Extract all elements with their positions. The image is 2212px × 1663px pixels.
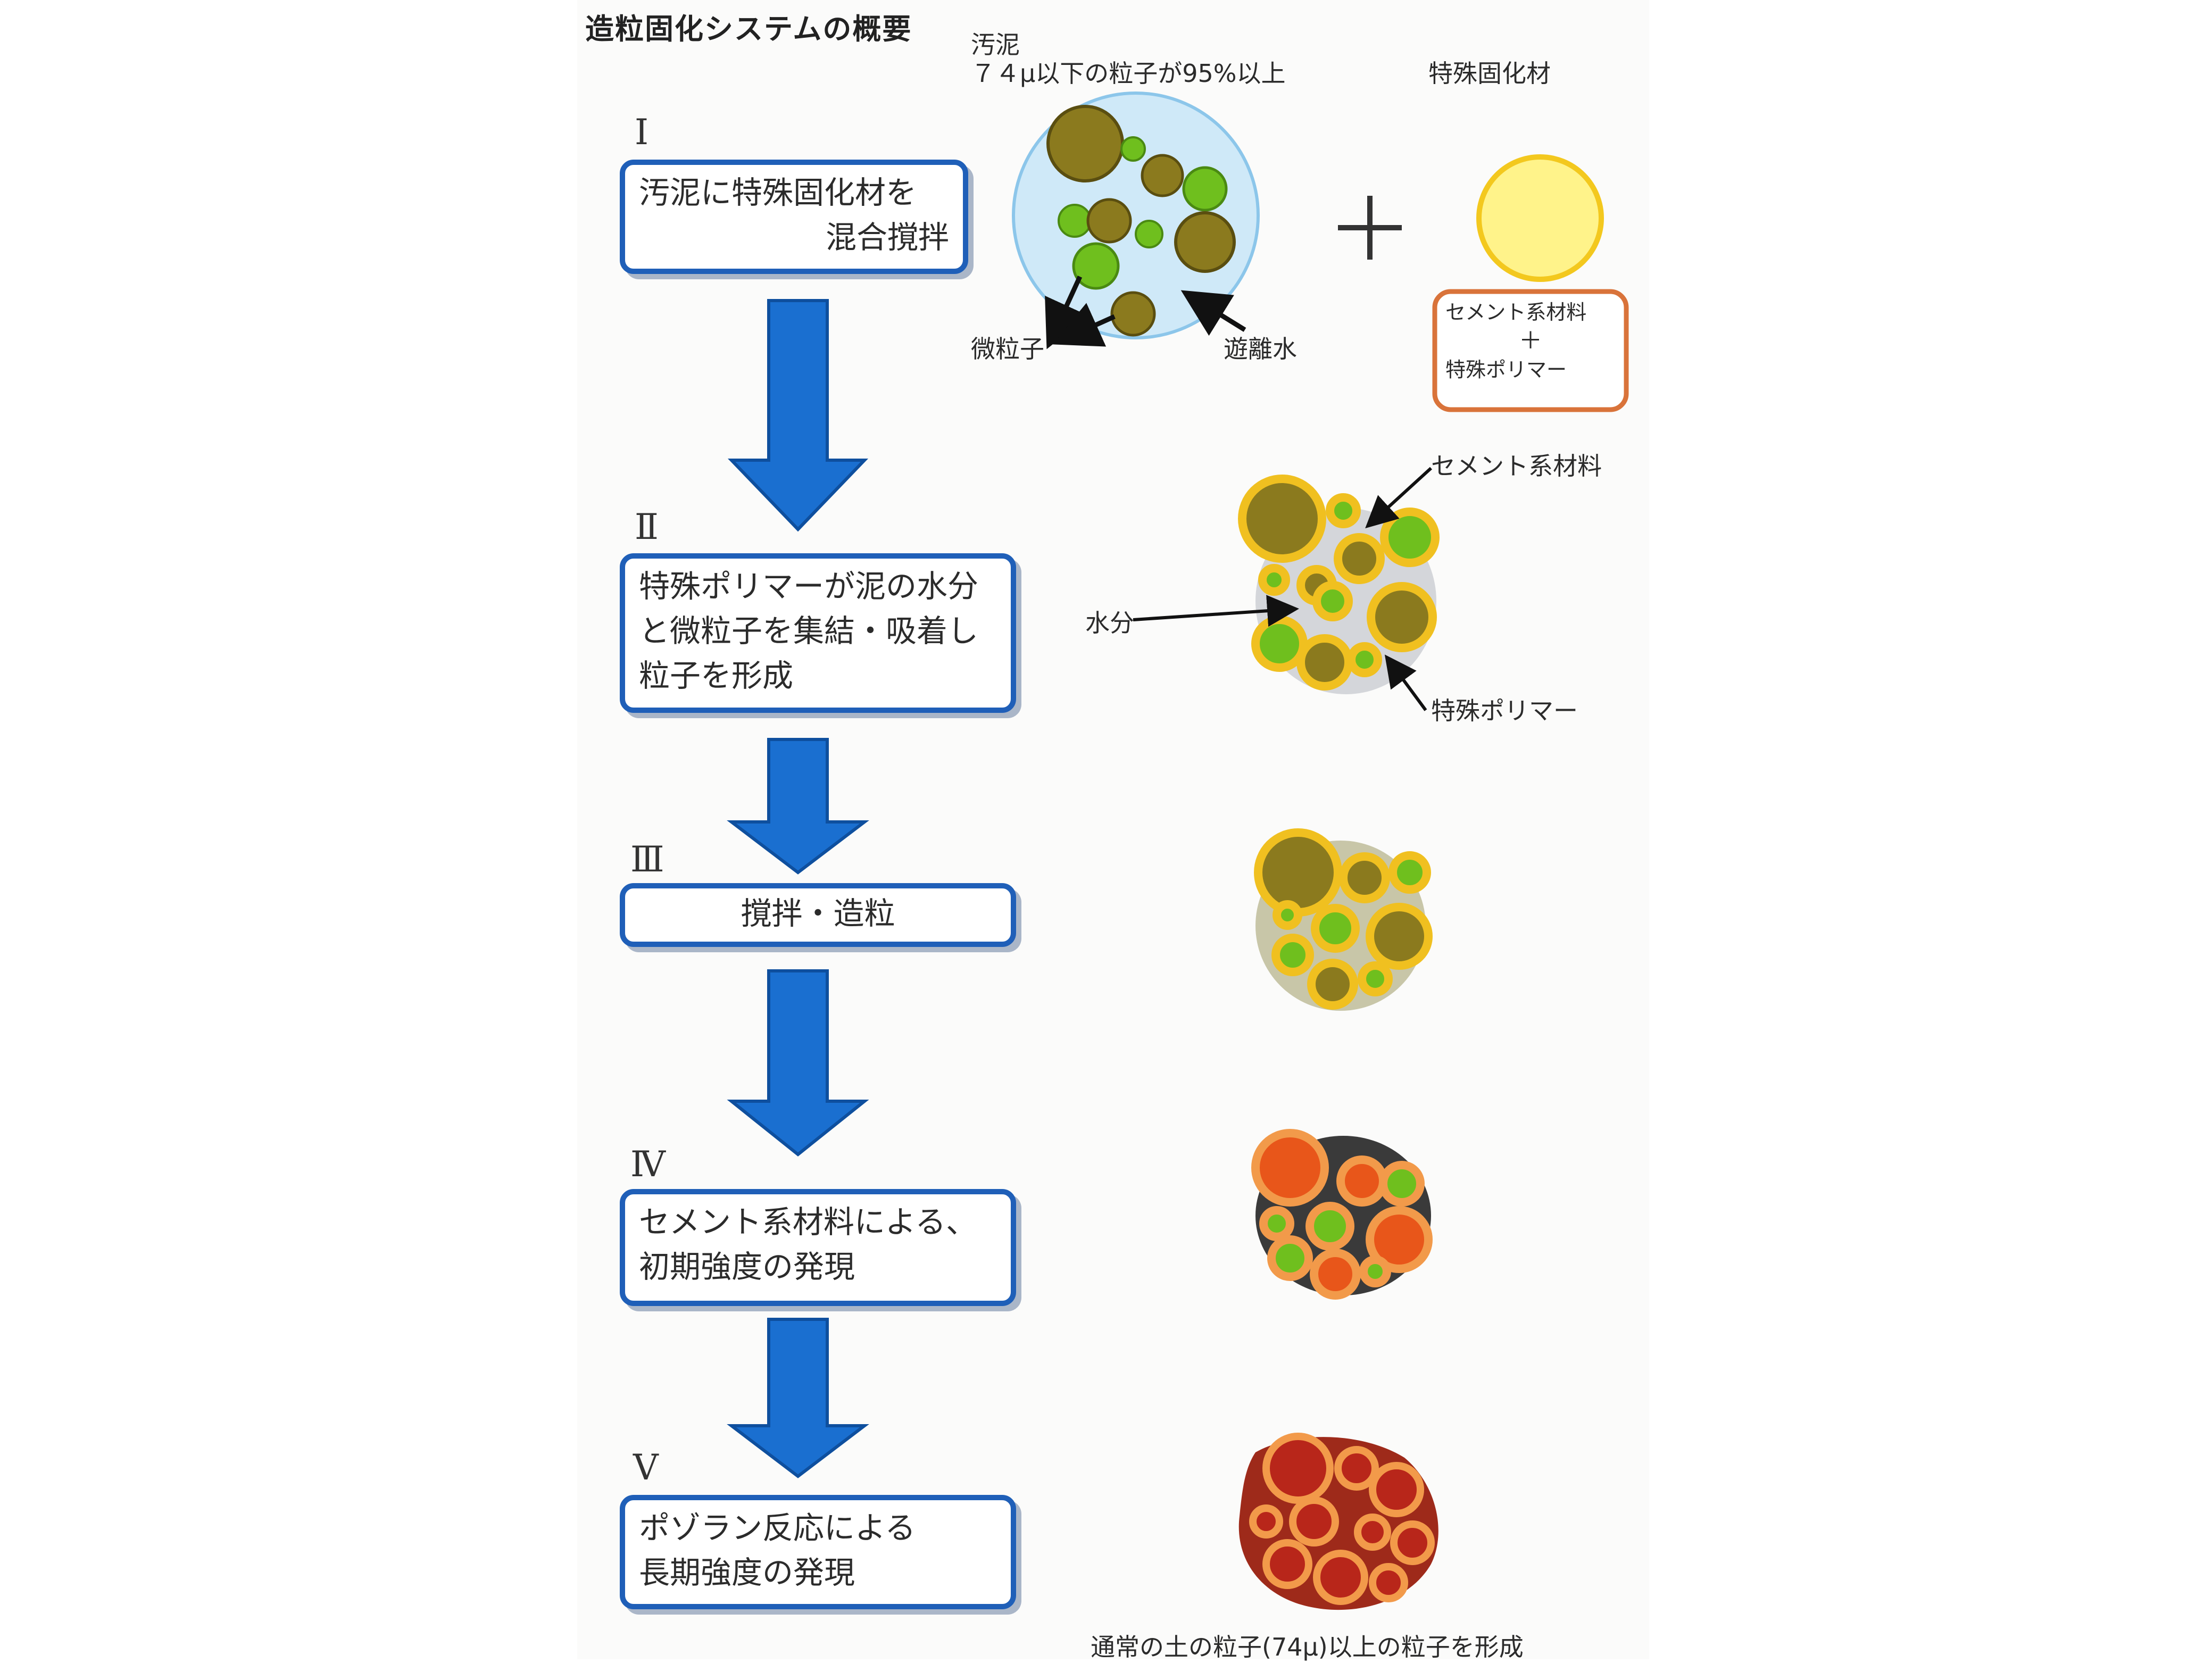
stage5-cluster [1238, 1433, 1438, 1610]
hardener-box-line-1: セメント系材料 [1445, 301, 1587, 324]
sludge-title: 汚泥 [971, 30, 1020, 59]
step-1-numeral: Ⅰ [635, 112, 649, 153]
step-5-numeral: Ⅴ [633, 1447, 659, 1488]
step-5-line-2: 長期強度の発現 [639, 1554, 855, 1591]
step-3-numeral: Ⅲ [630, 839, 664, 880]
flow-arrow-4 [727, 1318, 869, 1478]
step-2-box: 特殊ポリマーが泥の水分 と微粒子を集結・吸着し 粒子を形成 [620, 553, 1016, 713]
step-5-box: ポゾラン反応による 長期強度の発現 [620, 1495, 1016, 1609]
step-1-line-2: 混合撹拌 [825, 219, 949, 255]
flow-arrow-3 [727, 969, 869, 1157]
stage4-cluster [1251, 1129, 1433, 1300]
hardener-illustration [1432, 154, 1629, 412]
cement-material-label: セメント系材料 [1431, 452, 1602, 480]
step-4-box: セメント系材料による、 初期強度の発現 [620, 1189, 1016, 1306]
flow-arrow-1 [727, 299, 869, 532]
step-1-box: 汚泥に特殊固化材を 混合撹拌 [620, 160, 968, 274]
water-label: 水分 [1085, 609, 1134, 637]
hardener-box-line-2: 特殊ポリマー [1445, 358, 1567, 381]
special-polymer-label: 特殊ポリマー [1431, 696, 1578, 725]
step-2-line-1: 特殊ポリマーが泥の水分 [639, 568, 979, 604]
stage3-cluster [1254, 828, 1433, 1011]
step-2-numeral: Ⅱ [635, 506, 659, 547]
free-water-label: 遊離水 [1224, 335, 1297, 363]
step-4-line-1: セメント系材料による、 [639, 1204, 977, 1240]
hardener-title: 特殊固化材 [1428, 59, 1551, 88]
step-4-numeral: Ⅳ [630, 1144, 666, 1185]
final-caption: 通常の土の粒子(74μ)以上の粒子を形成 [1091, 1633, 1524, 1661]
step-3-line-1: 撹拌・造粒 [741, 895, 895, 932]
step-3-box: 撹拌・造粒 [620, 883, 1016, 947]
step-5-line-1: ポゾラン反応による [639, 1510, 916, 1546]
step-1-line-1: 汚泥に特殊固化材を [639, 174, 917, 211]
stage2-cluster [1133, 467, 1440, 711]
diagram-title: 造粒固化システムの概要 [585, 12, 912, 46]
plus-sign-graphic [1338, 196, 1402, 260]
hardener-composition-box: セメント系材料 ＋ 特殊ポリマー [1435, 298, 1626, 384]
flow-arrow-2 [727, 738, 869, 875]
step-2-line-2: と微粒子を集結・吸着し [639, 613, 979, 649]
step-4-line-2: 初期強度の発現 [639, 1249, 855, 1285]
step-2-line-3: 粒子を形成 [639, 658, 794, 694]
hardener-box-plus: ＋ [1519, 327, 1542, 354]
sludge-illustration [1012, 92, 1260, 350]
sludge-description: ７４μ以下の粒子が95%以上 [971, 59, 1286, 88]
fine-particle-label: 微粒子 [971, 335, 1044, 363]
